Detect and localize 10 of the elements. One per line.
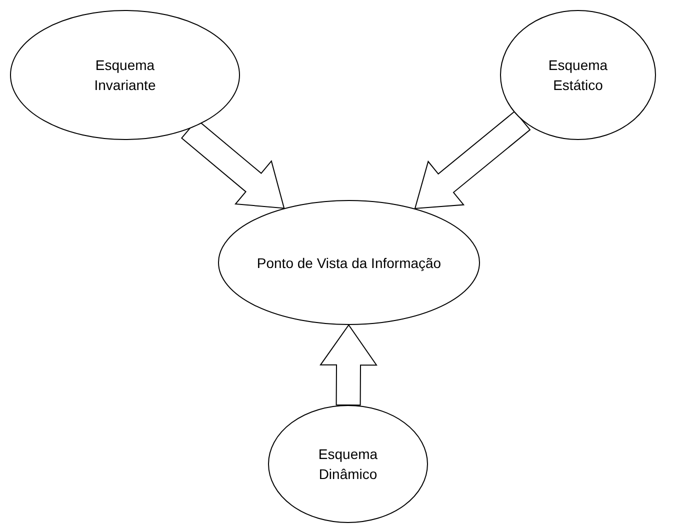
node-label: Esquema Estático — [547, 56, 609, 95]
node-label: Esquema Dinâmico — [317, 445, 379, 484]
ellipse-node — [10, 10, 240, 140]
node-label: Esquema Invariante — [93, 56, 157, 95]
ellipse-node — [218, 200, 480, 325]
ellipse-node — [268, 405, 428, 523]
block-arrow — [414, 110, 531, 210]
node-label: Ponto de Vista da Informação — [256, 254, 442, 272]
block-arrow — [320, 324, 378, 406]
ellipse-node — [500, 10, 656, 140]
